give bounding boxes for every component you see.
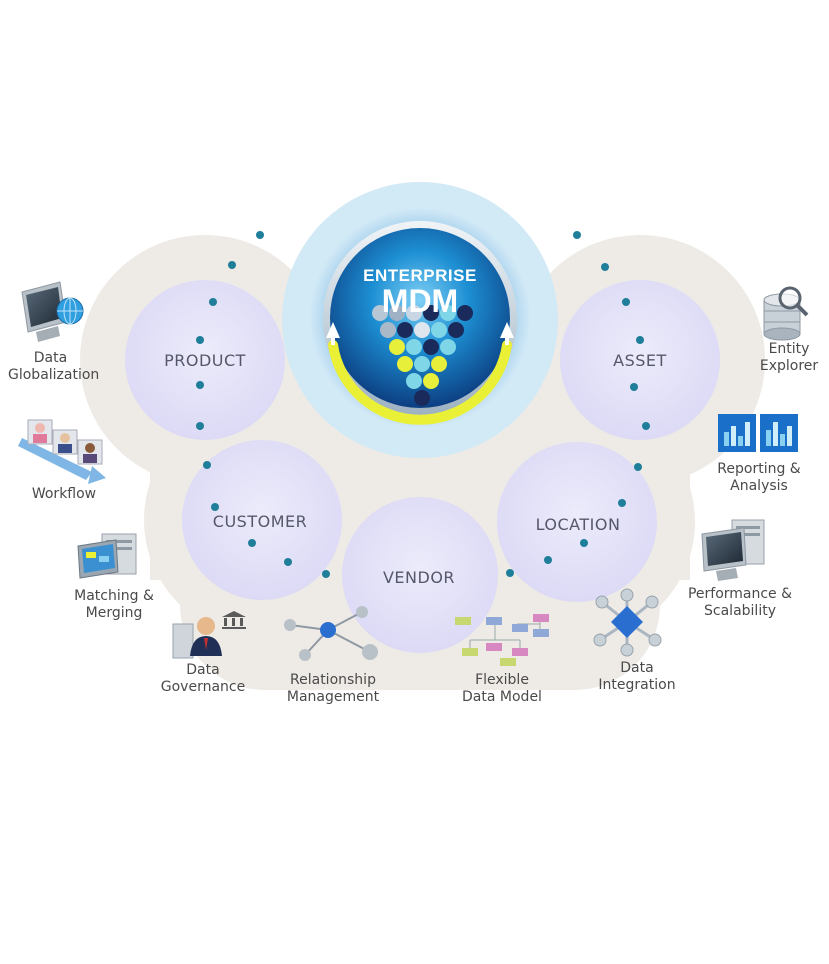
label-line: Data Model — [462, 689, 542, 705]
label-line: Governance — [160, 679, 246, 695]
label-line: Scalability — [704, 603, 776, 619]
label-line: Entity — [768, 341, 810, 357]
label-line: Data — [33, 350, 68, 366]
product-circle[interactable] — [125, 280, 285, 440]
label-line: Workflow — [31, 486, 97, 502]
reporting-analysis-label[interactable]: Reporting & Analysis — [712, 461, 806, 495]
location-circle[interactable] — [497, 442, 657, 602]
label-line: Explorer — [759, 358, 819, 374]
data-governance-label[interactable]: Data Governance — [155, 662, 251, 696]
location-label: LOCATION — [536, 515, 621, 534]
label-line: Reporting & — [717, 461, 801, 477]
label-line: Data — [620, 660, 654, 676]
data-model-tree-icon — [455, 614, 549, 666]
governance-person-icon — [172, 611, 246, 659]
label-line: Analysis — [730, 478, 788, 494]
hub-title-line1: ENTERPRISE — [363, 266, 477, 285]
label-line: Matching & — [74, 588, 154, 604]
performance-server-icon — [701, 519, 765, 581]
enterprise-mdm-hub[interactable]: ENTERPRISE MDM — [310, 208, 530, 428]
data-globalization-label[interactable]: Data Globalization — [8, 350, 100, 384]
relationship-management-label[interactable]: Relationship Management — [280, 672, 386, 706]
database-search-icon — [763, 286, 809, 341]
workflow-label[interactable]: Workflow — [20, 486, 108, 503]
matching-merging-label[interactable]: Matching & Merging — [66, 588, 162, 622]
product-label: PRODUCT — [164, 351, 246, 370]
label-line: Data — [186, 662, 220, 678]
label-line: Performance & — [687, 586, 793, 602]
matching-server-icon — [77, 533, 137, 579]
customer-circle[interactable] — [182, 440, 342, 600]
label-line: Globalization — [8, 367, 100, 383]
vendor-label: VENDOR — [383, 568, 455, 587]
data-integration-label[interactable]: Data Integration — [590, 660, 684, 694]
workflow-people-icon — [18, 419, 106, 484]
entity-explorer-label[interactable]: Entity Explorer — [752, 341, 826, 375]
integration-hub-icon — [593, 588, 662, 657]
flexible-data-model-label[interactable]: Flexible Data Model — [452, 672, 552, 706]
performance-scalability-label[interactable]: Performance & Scalability — [684, 586, 796, 620]
customer-label: CUSTOMER — [213, 512, 307, 531]
label-line: Integration — [598, 677, 676, 693]
globe-monitor-icon — [21, 281, 84, 342]
vendor-circle[interactable] — [342, 497, 498, 653]
label-line: Management — [286, 689, 380, 705]
hub-title-line2: MDM — [382, 283, 458, 319]
label-line: Relationship — [290, 672, 376, 688]
cycle-arrow-icon — [326, 322, 514, 425]
bar-chart-icon — [718, 414, 798, 452]
label-line: Flexible — [475, 672, 529, 688]
asset-label: ASSET — [613, 351, 667, 370]
data-balls-icon — [372, 305, 473, 406]
relationship-network-icon — [284, 606, 378, 661]
label-line: Merging — [85, 605, 143, 621]
asset-circle[interactable] — [560, 280, 720, 440]
connector-dots — [196, 231, 650, 578]
